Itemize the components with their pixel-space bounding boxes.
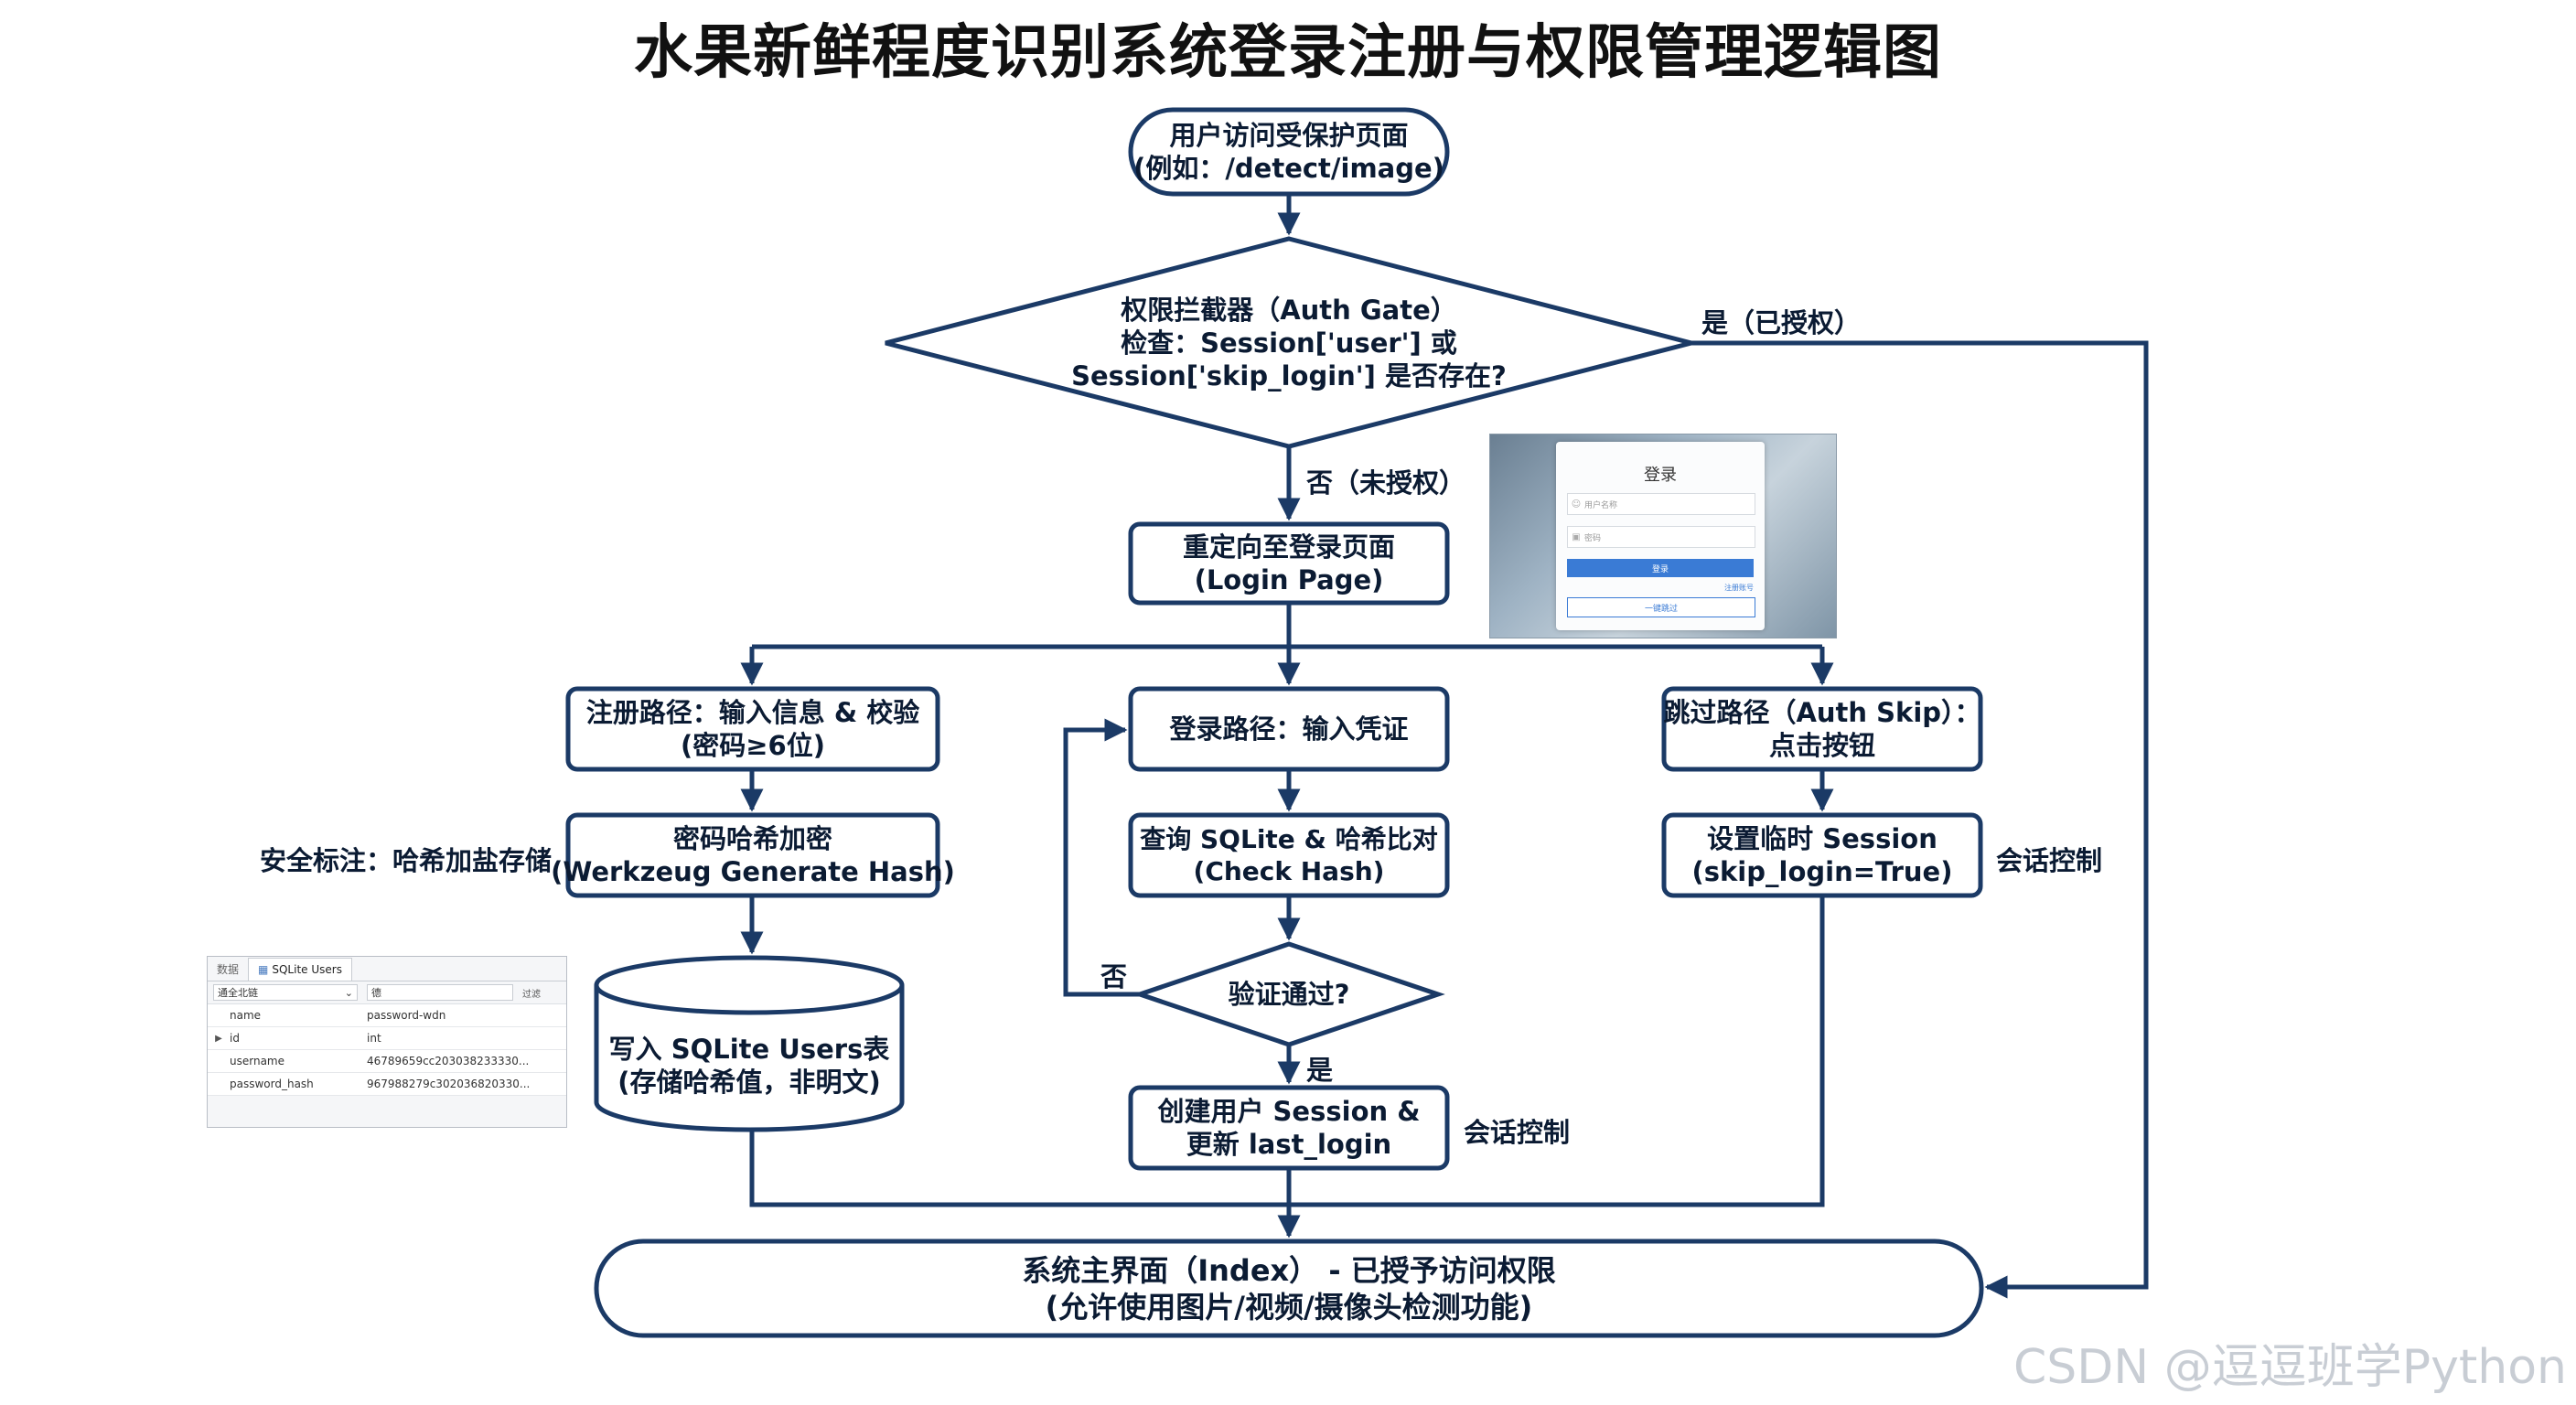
register-label: 注册路径：输入信息 & 校验(密码≥6位) [585, 696, 920, 761]
user-icon: ☺ [1571, 499, 1582, 509]
write-db-label: 写入 SQLite Users表(存储哈希值，非明文) [608, 1033, 890, 1098]
table-icon: ▦ [258, 962, 269, 976]
security-annotation: 安全标注：哈希加盐存储 [260, 845, 553, 876]
session-control-annotation-mid: 会话控制 [1464, 1117, 1571, 1148]
row-marker-icon: ▶ [215, 1033, 222, 1044]
edge-label-gate-no: 否（未授权） [1306, 467, 1466, 499]
edge-label-verify-no: 否 [1100, 961, 1128, 992]
register-link: 注册账号 [1724, 584, 1754, 592]
sqlite-cylinder [594, 985, 905, 1132]
login-title: 登录 [1644, 466, 1677, 485]
table-row: ▶ id int [208, 1027, 566, 1050]
create-session-label: 创建用户 Session &更新 last_login [1157, 1095, 1421, 1160]
main-label: 系统主界面（Index） - 已授予访问权限(允许使用图片/视频/摄像头检测功能… [1022, 1252, 1556, 1325]
login-label: 登录路径：输入凭证 [1169, 713, 1409, 745]
skip-label: 跳过路径（Auth Skip）：点击按钮 [1663, 696, 1981, 761]
password-field: ▣ 密码 [1567, 526, 1755, 548]
sqlite-users-screenshot: 数据 ▦ SQLite Users 通全北链 ⌄ 德 过滤 name passw… [207, 956, 567, 1128]
redirect-label: 重定向至登录页面(Login Page) [1182, 531, 1395, 595]
edge-label-gate-yes: 是（已授权） [1701, 307, 1862, 338]
sqlite-cylinder-top [594, 955, 905, 1015]
check-label: 查询 SQLite & 哈希比对(Check Hash) [1140, 824, 1438, 886]
db-tab-bar: 数据 ▦ SQLite Users [208, 957, 566, 981]
db-tab-data: 数据 [217, 962, 240, 976]
db-filter-input: 德 [367, 984, 513, 1001]
hash-label: 密码哈希加密(Werkzeug Generate Hash) [551, 822, 955, 887]
username-field: ☺ 用户名称 [1567, 493, 1755, 515]
diagram-title: 水果新鲜程度识别系统登录注册与权限管理逻辑图 [634, 19, 1942, 87]
chevron-down-icon: ⌄ [344, 986, 353, 999]
login-card: 登录 ☺ 用户名称 ▣ 密码 登录 注册账号 一键跳过 [1556, 442, 1765, 630]
main-node [594, 1239, 1984, 1338]
lock-icon: ▣ [1572, 531, 1581, 542]
start-label: 用户访问受保护页面(例如：/detect/image) [1133, 119, 1444, 184]
session-control-annotation-right: 会话控制 [1996, 845, 2103, 876]
edge-label-verify-yes: 是 [1306, 1055, 1334, 1086]
db-filter-button: 过滤 [522, 989, 541, 1000]
db-select: 通全北链 ⌄ [213, 984, 358, 1001]
table-row: username 46789659cc203038233330... [208, 1050, 566, 1073]
watermark: CSDN @逗逗班学Python [2012, 1340, 2567, 1395]
temp-session-label: 设置临时 Session(skip_login=True) [1691, 822, 1953, 887]
table-row: name password-wdn [208, 1004, 566, 1027]
login-page-screenshot: 登录 ☺ 用户名称 ▣ 密码 登录 注册账号 一键跳过 [1489, 434, 1837, 638]
verify-label: 验证通过? [1228, 978, 1350, 1010]
skip-button: 一键跳过 [1567, 597, 1755, 617]
db-tab-table: ▦ SQLite Users [248, 957, 352, 981]
login-button: 登录 [1567, 559, 1754, 577]
table-row: password_hash 967988279c302036820330... [208, 1073, 566, 1096]
db-toolbar: 通全北链 ⌄ 德 过滤 [208, 981, 566, 1004]
